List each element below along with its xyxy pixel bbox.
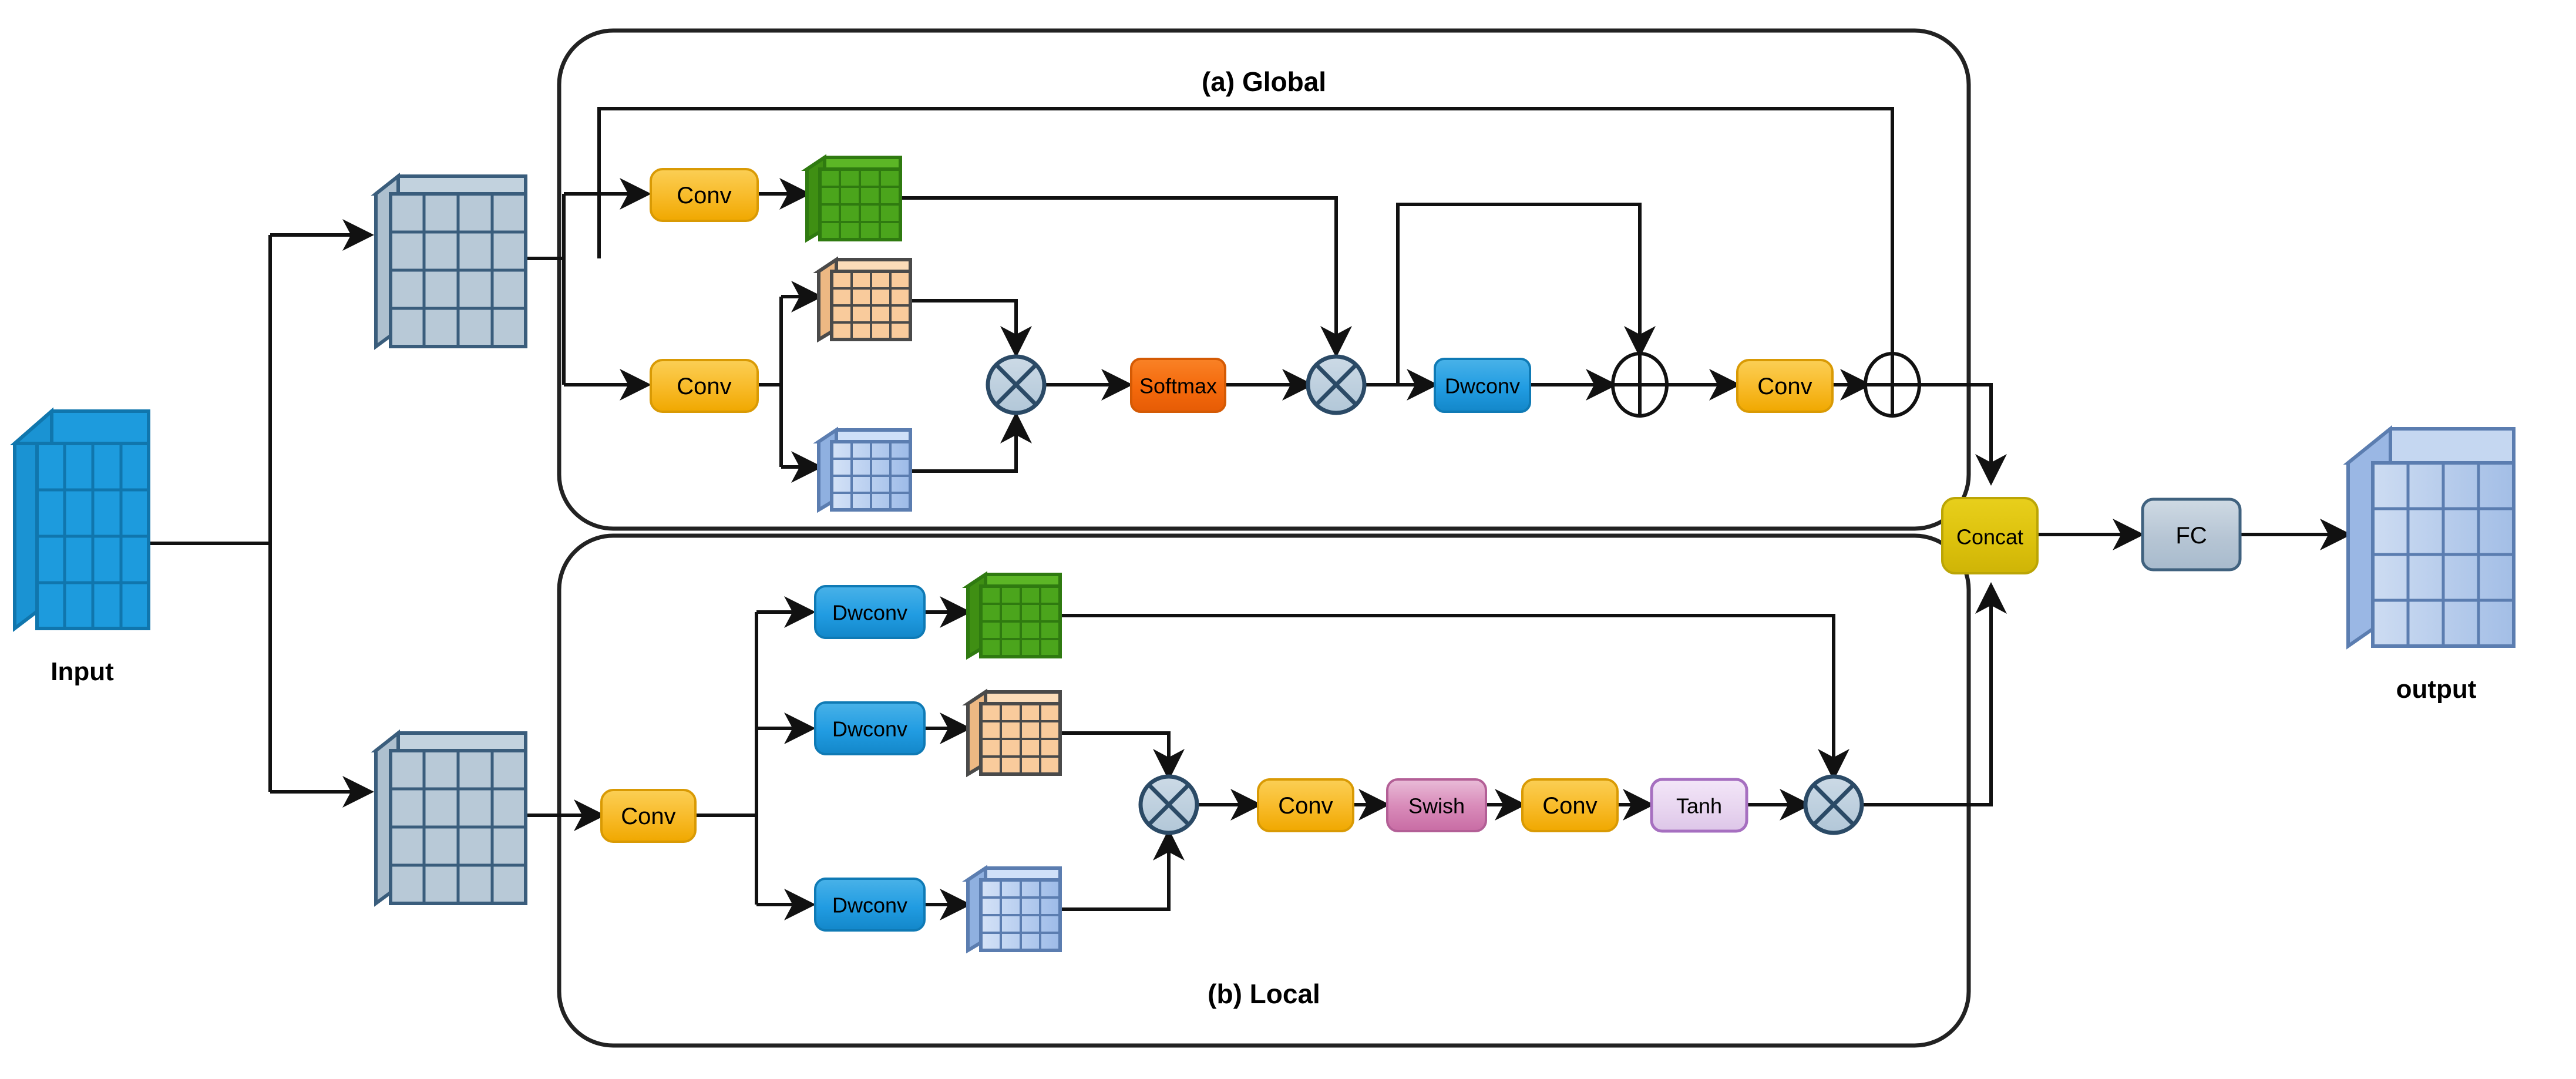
global-multiply-1[interactable] [986,354,1047,415]
local-cube-green [962,571,1062,660]
local-conv-in-block[interactable]: Conv [600,789,697,843]
global-conv-out-label: Conv [1757,374,1812,399]
panel-global-title: (a) Global [1202,66,1326,97]
local-cube-blue [962,865,1062,954]
local-dwconv-1-label: Dwconv [832,601,907,625]
local-dwconv-3-block[interactable]: Dwconv [814,878,926,932]
local-swish-label: Swish [1408,794,1465,818]
fc-block[interactable]: FC [2141,498,2242,572]
input-cube [10,407,150,633]
local-conv-2-label: Conv [1542,793,1597,819]
local-multiply-1[interactable] [1138,774,1199,835]
panel-global-box [557,28,1971,531]
local-dwconv-2-block[interactable]: Dwconv [814,701,926,755]
global-dwconv-label: Dwconv [1445,374,1520,398]
global-conv-q-block[interactable]: Conv [650,168,759,222]
global-conv-kv-label: Conv [677,374,731,399]
local-tanh-label: Tanh [1676,794,1722,818]
global-conv-q-label: Conv [677,183,731,209]
input-caption: Input [51,657,114,686]
global-key-cube-peach [813,256,912,343]
local-dwconv-1-block[interactable]: Dwconv [814,585,926,639]
global-dwconv-block[interactable]: Dwconv [1434,358,1531,413]
local-dwconv-2-label: Dwconv [832,717,907,741]
global-conv-out-block[interactable]: Conv [1736,359,1834,413]
local-conv-1-block[interactable]: Conv [1257,778,1354,832]
local-dwconv-3-label: Dwconv [832,893,907,917]
output-caption: output [2396,675,2477,704]
local-conv-in-label: Conv [621,804,675,829]
connector-lines [147,107,2352,920]
panel-local-title: (b) Local [1208,979,1320,1009]
local-cube-peach [962,688,1062,778]
global-value-cube-blue [813,426,912,513]
local-conv-2-block[interactable]: Conv [1521,778,1619,832]
global-query-cube-green [801,154,902,243]
concat-block[interactable]: Concat [1941,497,2039,574]
fc-label: FC [2175,523,2207,549]
global-add-1[interactable] [1611,352,1669,418]
local-multiply-2[interactable] [1803,774,1864,835]
global-add-2[interactable] [1864,352,1921,418]
global-feature-cube [371,172,527,350]
local-swish-block[interactable]: Swish [1386,778,1487,832]
global-multiply-2[interactable] [1306,354,1367,415]
local-tanh-block[interactable]: Tanh [1650,778,1748,833]
output-cube [2343,425,2516,650]
global-conv-kv-block[interactable]: Conv [650,359,759,413]
local-feature-cube [371,729,527,907]
global-softmax-block[interactable]: Softmax [1130,358,1226,413]
global-softmax-label: Softmax [1139,374,1217,398]
local-conv-1-label: Conv [1278,793,1333,819]
concat-label: Concat [1956,525,2023,549]
